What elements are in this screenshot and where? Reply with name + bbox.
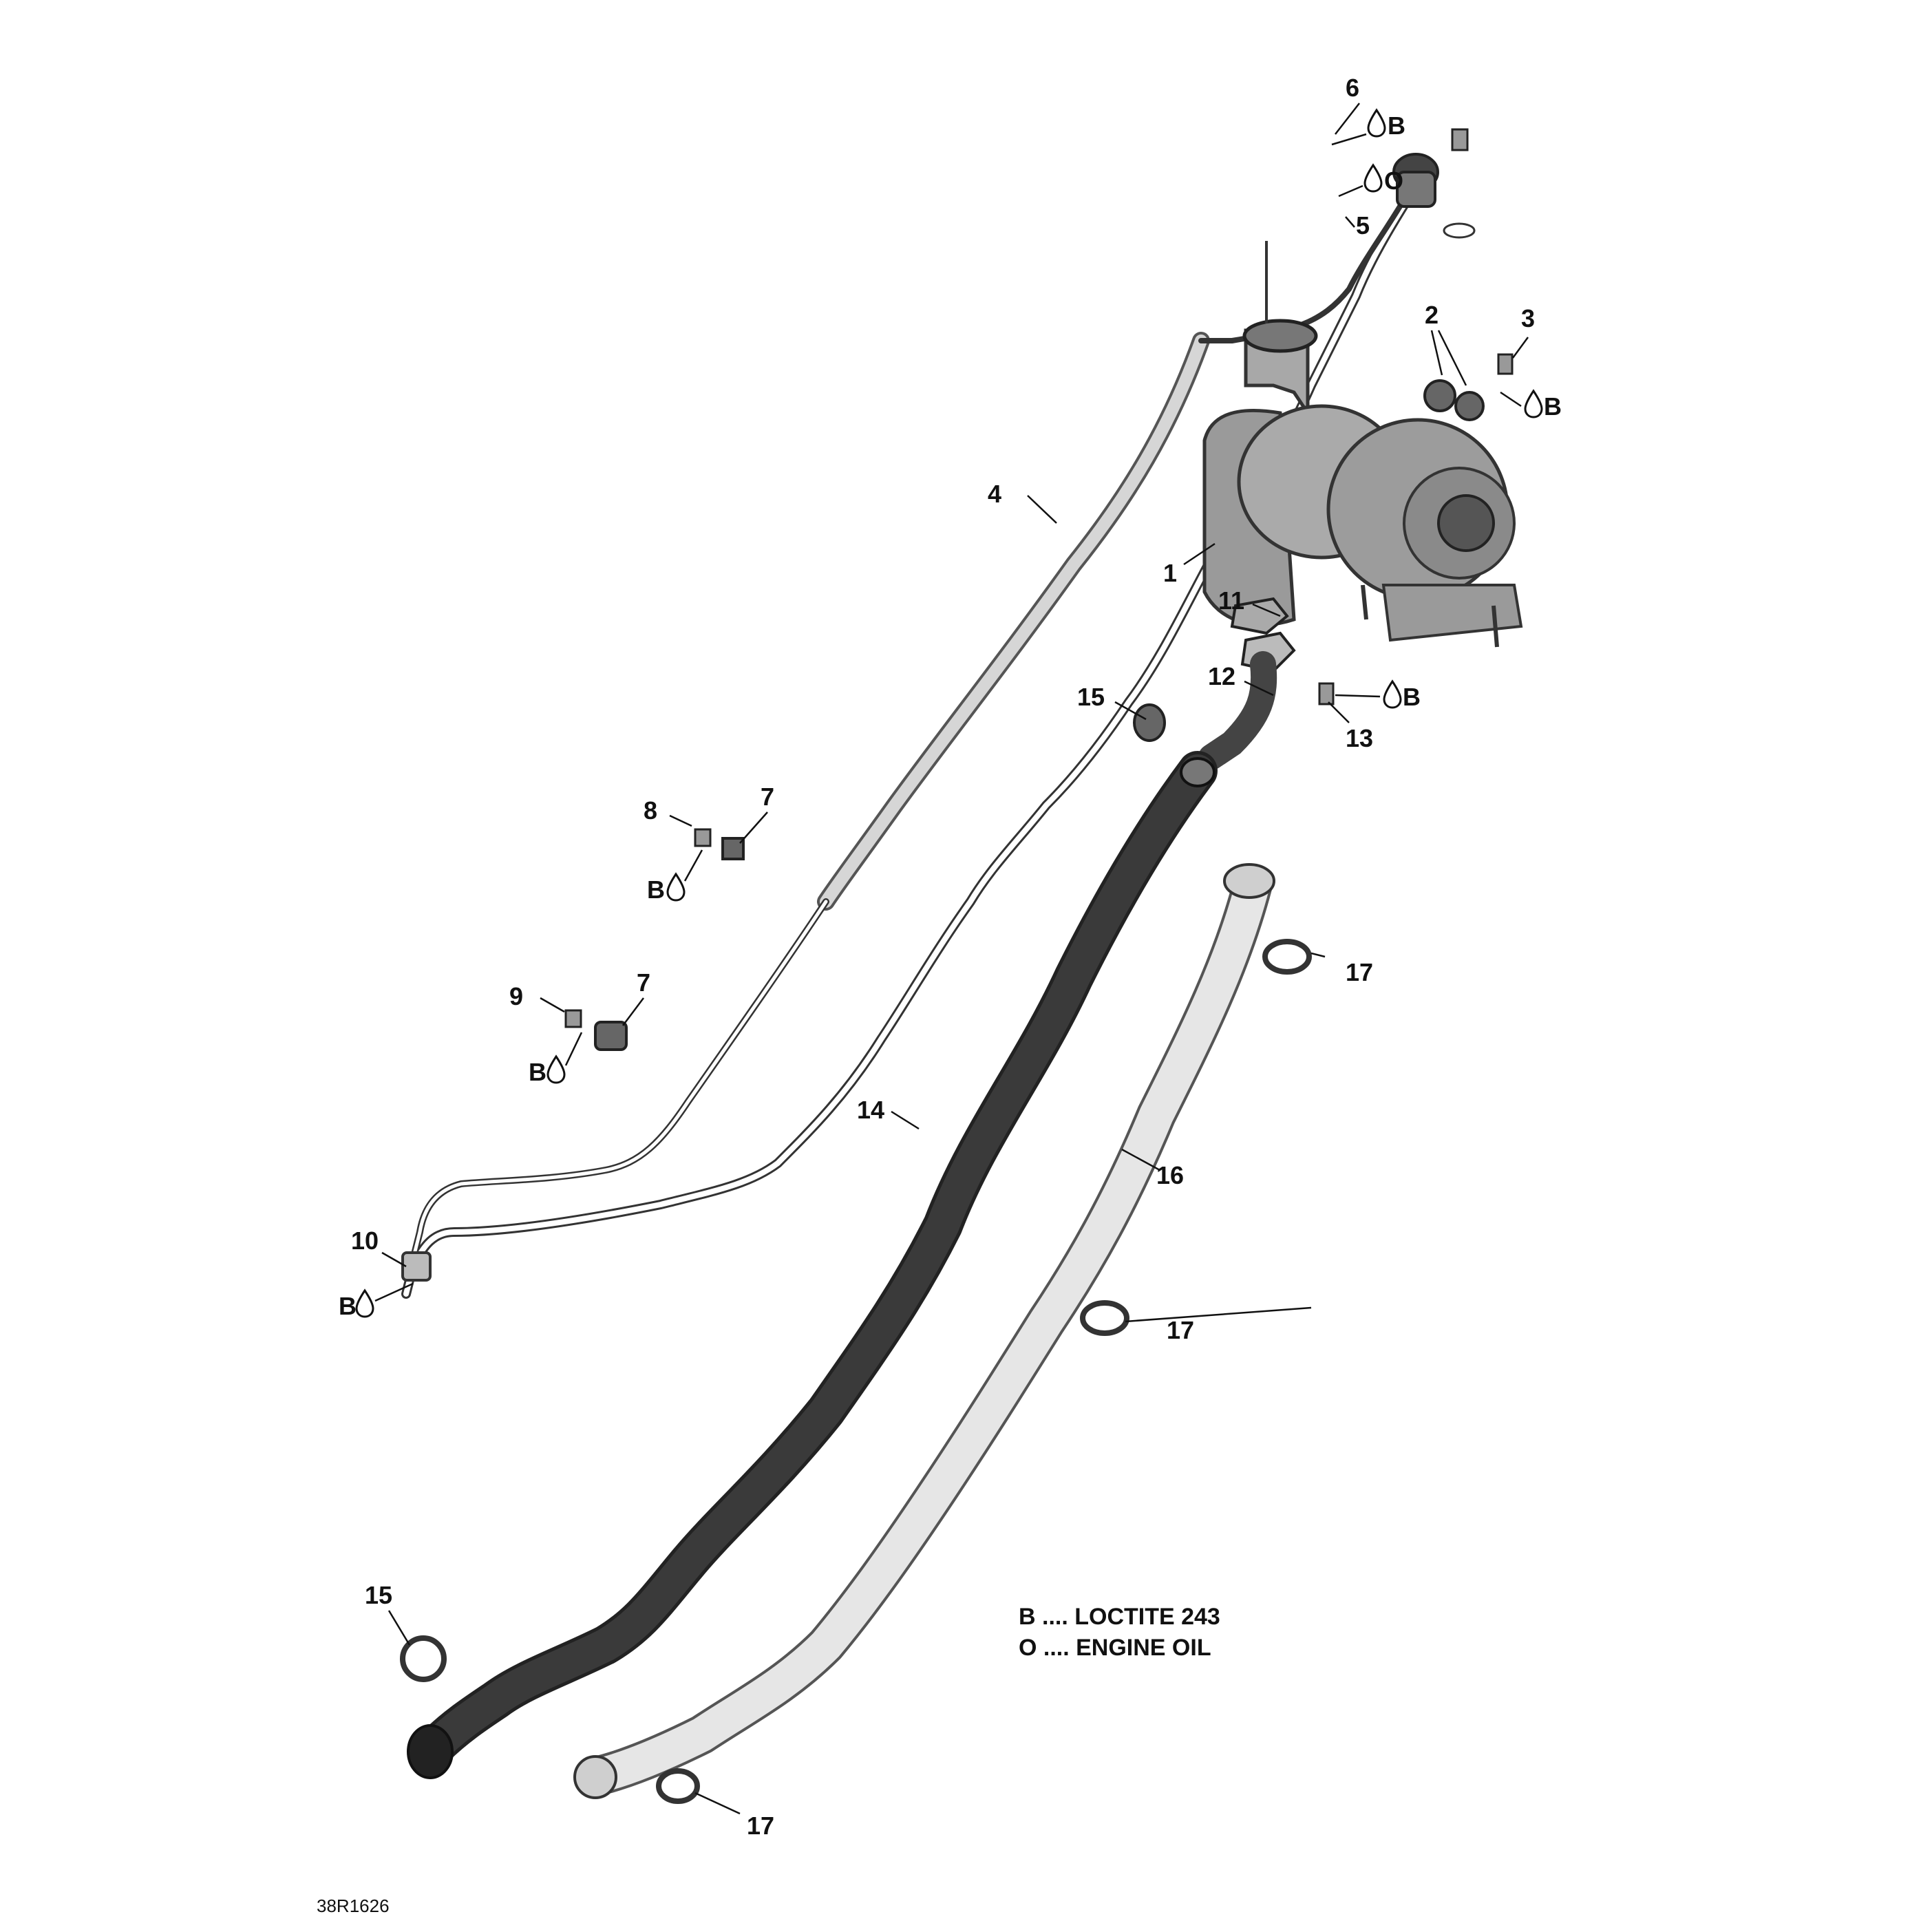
fittings-2-3 (1423, 353, 1514, 421)
callout-11: 11 (1218, 586, 1244, 615)
drop-icon (1524, 389, 1543, 418)
gasket-and-elbow (1133, 597, 1335, 770)
callout-12: 12 (1208, 662, 1235, 690)
material-markers: B O B B B B B (339, 108, 1562, 1320)
marker-8: B (647, 872, 686, 904)
marker-6: B (1367, 108, 1405, 140)
callout-10: 10 (351, 1227, 379, 1255)
oil-feed-line (401, 195, 1412, 1299)
legend-loctite: B .... LOCTITE 243 (1019, 1604, 1220, 1630)
clamps-7-8-9 (564, 828, 745, 1051)
marker-letter: O (1384, 167, 1403, 195)
drop-icon (1383, 679, 1402, 709)
callout-3: 3 (1521, 304, 1535, 332)
callout-8: 8 (644, 796, 657, 825)
drop-icon (666, 872, 686, 902)
marker-10: B (339, 1288, 374, 1320)
callout-14: 14 (857, 1096, 884, 1124)
oil-return-hose (400, 751, 1218, 1779)
callout-15a: 15 (1077, 683, 1105, 711)
drop-icon (546, 1054, 566, 1084)
callout-17a: 17 (1346, 958, 1373, 986)
document-id: 38R1626 (317, 1896, 390, 1916)
marker-letter: B (529, 1058, 546, 1086)
drop-icon (355, 1288, 374, 1318)
protective-sleeve (573, 863, 1312, 1804)
marker-letter: B (339, 1292, 357, 1320)
callout-15b: 15 (365, 1581, 392, 1609)
marker-5: O (1363, 163, 1403, 195)
callout-16: 16 (1156, 1161, 1184, 1189)
callouts: 1 2 3 4 5 6 7 7 8 9 10 11 12 13 14 15 15… (351, 74, 1535, 1840)
callout-2: 2 (1425, 301, 1439, 329)
marker-letter: B (647, 875, 665, 904)
callout-5: 5 (1356, 211, 1370, 240)
marker-3: B (1524, 389, 1562, 421)
legend-engine-oil: O .... ENGINE OIL (1019, 1635, 1211, 1661)
callout-17b: 17 (1167, 1316, 1194, 1344)
callout-9: 9 (509, 982, 523, 1010)
callout-7b: 7 (637, 968, 650, 997)
legend: B .... LOCTITE 243 O .... ENGINE OIL (1019, 1604, 1220, 1661)
callout-6: 6 (1346, 74, 1359, 102)
callout-1: 1 (1163, 559, 1177, 587)
callout-7a: 7 (761, 783, 774, 811)
drop-icon (1363, 163, 1383, 193)
marker-letter: B (1388, 112, 1405, 140)
turbocharger (1202, 241, 1523, 648)
callout-17c: 17 (747, 1812, 774, 1840)
drop-icon (1367, 108, 1386, 138)
marker-9: B (529, 1054, 566, 1086)
marker-letter: B (1403, 683, 1421, 711)
marker-letter: B (1544, 392, 1562, 421)
leader-lines (381, 103, 1529, 1815)
callout-13: 13 (1346, 724, 1373, 752)
callout-4: 4 (988, 480, 1001, 508)
marker-13: B (1383, 679, 1421, 711)
banjo-fitting (1392, 128, 1476, 239)
